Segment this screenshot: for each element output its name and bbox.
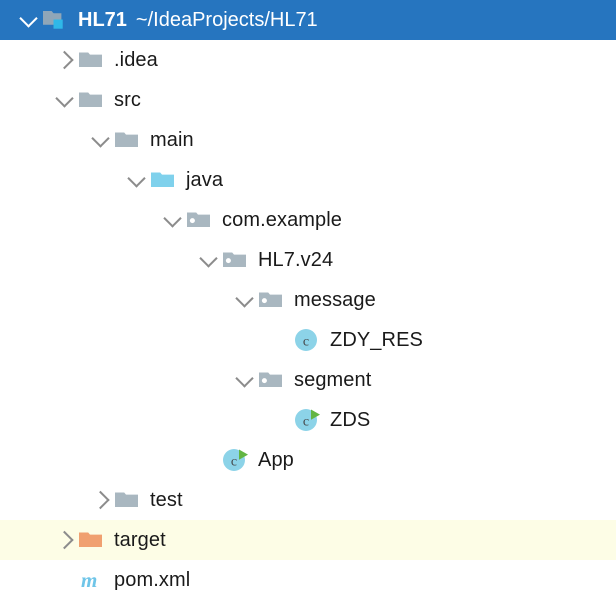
tree-label-root: HL71 [78, 9, 127, 31]
tree-row-zds[interactable]: c ZDS [0, 400, 616, 440]
svg-text:c: c [231, 455, 237, 470]
tree-row-java[interactable]: java [0, 160, 616, 200]
chevron-placeholder [52, 560, 78, 600]
tree-label-pom-xml: pom.xml [114, 569, 191, 591]
tree-label-hl7v24: HL7.v24 [258, 249, 334, 271]
tree-label-java: java [186, 169, 224, 191]
chevron-down-icon[interactable] [52, 80, 78, 120]
tree-row-target[interactable]: target [0, 520, 616, 560]
tree-label-main: main [150, 129, 194, 151]
package-icon [258, 280, 288, 320]
java-class-runnable-icon: c [294, 400, 324, 440]
tree-row-pom-xml[interactable]: m pom.xml [0, 560, 616, 600]
tree-label-segment: segment [294, 369, 372, 391]
chevron-placeholder [268, 320, 294, 360]
tree-label-test: test [150, 489, 183, 511]
maven-file-icon: m [78, 560, 108, 600]
folder-icon [78, 80, 108, 120]
svg-text:c: c [303, 415, 309, 430]
tree-row-message[interactable]: message [0, 280, 616, 320]
tree-row-main[interactable]: main [0, 120, 616, 160]
chevron-down-icon[interactable] [16, 0, 42, 40]
chevron-placeholder [268, 400, 294, 440]
tree-row-com-example[interactable]: com.example [0, 200, 616, 240]
project-path: ~/IdeaProjects/HL71 [135, 9, 318, 31]
tree-row-segment[interactable]: segment [0, 360, 616, 400]
chevron-down-icon[interactable] [88, 120, 114, 160]
chevron-placeholder [196, 440, 222, 480]
chevron-down-icon[interactable] [124, 160, 150, 200]
package-icon [222, 240, 252, 280]
tree-label-message: message [294, 289, 376, 311]
chevron-right-icon[interactable] [52, 40, 78, 80]
tree-label-target: target [114, 529, 166, 551]
tree-row-test[interactable]: test [0, 480, 616, 520]
package-icon [258, 360, 288, 400]
svg-text:c: c [303, 335, 309, 350]
chevron-right-icon[interactable] [52, 520, 78, 560]
tree-row-zdy-res[interactable]: c ZDY_RES [0, 320, 616, 360]
chevron-down-icon[interactable] [196, 240, 222, 280]
chevron-down-icon[interactable] [232, 360, 258, 400]
chevron-right-icon[interactable] [88, 480, 114, 520]
tree-row-src[interactable]: src [0, 80, 616, 120]
project-folder-icon [42, 0, 72, 40]
excluded-folder-icon [78, 520, 108, 560]
tree-label-zdy-res: ZDY_RES [330, 329, 423, 351]
java-class-runnable-icon: c [222, 440, 252, 480]
tree-row-idea[interactable]: .idea [0, 40, 616, 80]
folder-icon [114, 480, 144, 520]
tree-label-idea: .idea [114, 49, 158, 71]
chevron-down-icon[interactable] [160, 200, 186, 240]
svg-text:m: m [81, 568, 97, 592]
tree-label-src: src [114, 89, 141, 111]
source-root-folder-icon [150, 160, 180, 200]
tree-label-zds: ZDS [330, 409, 371, 431]
tree-row-app[interactable]: c App [0, 440, 616, 480]
chevron-down-icon[interactable] [232, 280, 258, 320]
tree-label-com-example: com.example [222, 209, 343, 231]
tree-row-hl7v24[interactable]: HL7.v24 [0, 240, 616, 280]
tree-row-root[interactable]: HL71 ~/IdeaProjects/HL71 [0, 0, 616, 40]
package-icon [186, 200, 216, 240]
folder-icon [78, 40, 108, 80]
java-class-icon: c [294, 320, 324, 360]
tree-label-app: App [258, 449, 294, 471]
folder-icon [114, 120, 144, 160]
